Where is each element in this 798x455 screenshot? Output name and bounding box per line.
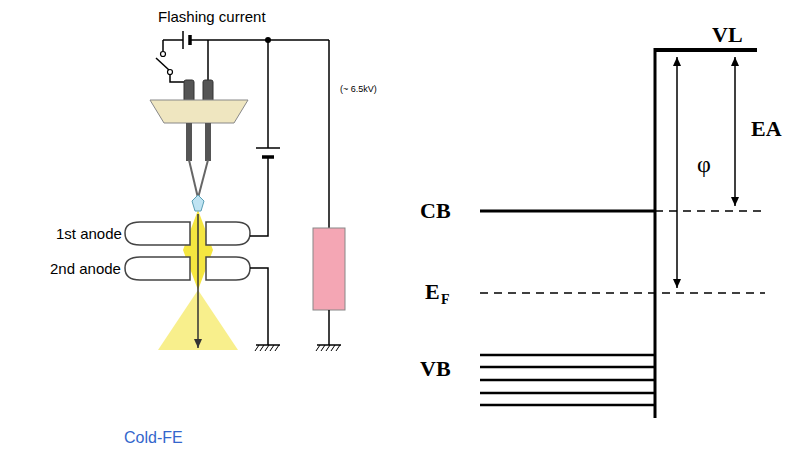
wire [328, 310, 330, 345]
wire [267, 40, 269, 148]
wire [162, 40, 164, 51]
switch-blade [156, 58, 169, 70]
caption-label: Cold-FE [124, 430, 183, 446]
emitter-tip [192, 195, 204, 211]
wire [207, 40, 209, 82]
switch-contact [161, 52, 166, 57]
first-anode-left [125, 222, 190, 245]
level-label: CB [420, 200, 451, 222]
wire [163, 39, 183, 41]
conduction-band-extension [655, 210, 765, 212]
level-label: VL [712, 24, 743, 46]
vacuum-level [654, 48, 757, 52]
ground-symbol [255, 345, 280, 351]
valence-band-line [480, 354, 655, 357]
ground-bar [317, 344, 341, 346]
second-anode-right [206, 257, 250, 280]
beam-axis-arrow [197, 214, 199, 348]
surface-line [654, 48, 657, 418]
valence-band-line [480, 392, 655, 395]
ground-hatch [255, 345, 279, 351]
level-label: VB [420, 358, 451, 380]
ground-symbol [316, 345, 341, 351]
emitter-holder [150, 100, 248, 123]
level-subscript: F [441, 293, 450, 307]
filament [198, 160, 208, 198]
energy-label: φ [697, 152, 711, 176]
valence-band-line [480, 379, 655, 382]
valence-band-line [480, 404, 655, 407]
electron-affinity-arrow [734, 57, 736, 206]
filament [189, 160, 198, 198]
level-label: E [425, 281, 440, 303]
valence-band-line [480, 366, 655, 369]
wire [190, 39, 329, 41]
supply-label: Flashing current [158, 9, 266, 24]
energy-label: EA [751, 118, 782, 140]
hv-supply [313, 228, 345, 310]
electrode-post [186, 123, 192, 161]
part-label: 1st anode [56, 226, 122, 241]
second-anode-left [125, 257, 190, 280]
ground-bar [256, 344, 280, 346]
voltage-label: (~ 6.5kV) [340, 85, 377, 94]
ground-hatch [316, 345, 340, 351]
part-label: 2nd anode [50, 261, 121, 276]
fermi-level [480, 292, 765, 294]
wire [328, 40, 330, 228]
wire [250, 268, 268, 345]
work-function-arrow [676, 57, 678, 288]
valence-band [480, 355, 655, 405]
conduction-band [480, 210, 655, 213]
battery-plate [256, 147, 280, 149]
battery-plate [182, 31, 184, 49]
first-anode-right [206, 222, 250, 245]
wire [250, 157, 268, 236]
electrode-post [205, 123, 211, 161]
